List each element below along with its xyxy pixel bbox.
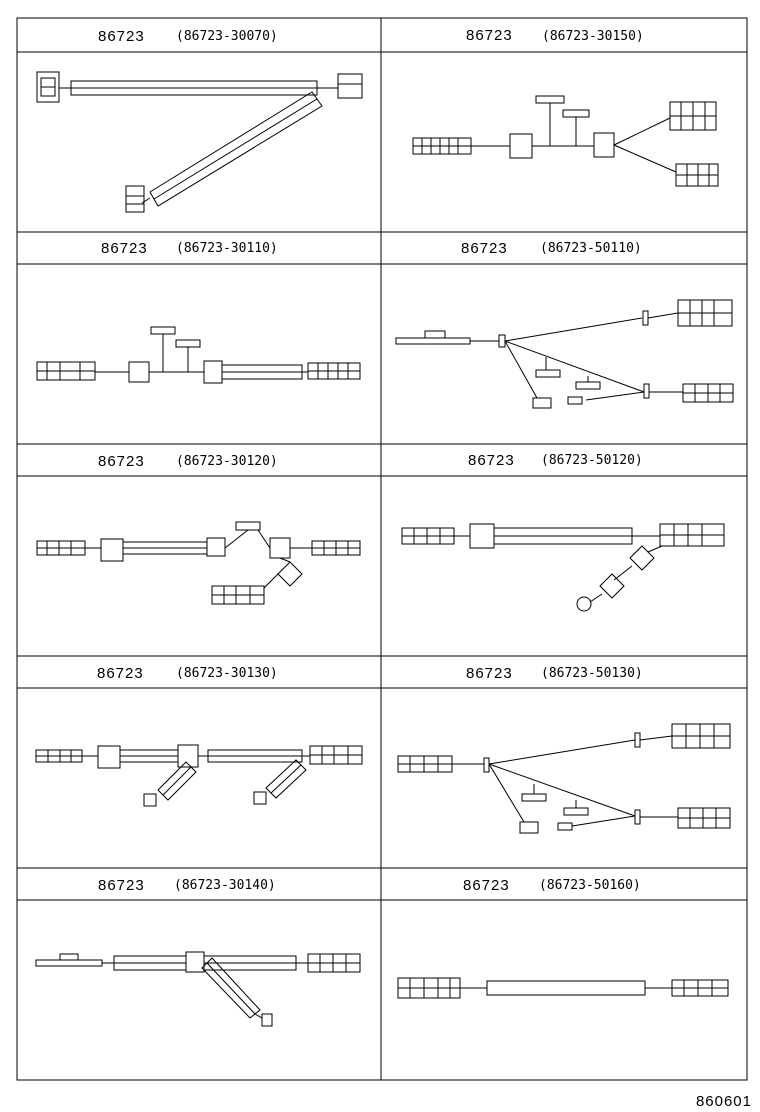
cell-1-part: (86723-30070) [176, 29, 278, 44]
cell-5-part: (86723-30120) [176, 454, 278, 469]
harness-drawing-30150 [412, 95, 719, 187]
figure-code: 860601 [695, 1093, 752, 1110]
cell-3-number: 86723 [101, 240, 148, 257]
cell-8-number: 86723 [466, 665, 513, 682]
cell-6-number: 86723 [468, 452, 515, 469]
cell-3-part: (86723-30110) [176, 241, 278, 256]
harness-drawing-30070 [36, 71, 363, 213]
grid-lines [16, 17, 748, 1081]
harness-drawing-50120 [401, 523, 725, 612]
cell-10-part: (86723-50160) [539, 878, 641, 893]
cell-7-number: 86723 [97, 665, 144, 682]
harness-drawing-50110 [395, 299, 734, 409]
harness-drawing-50160 [397, 977, 729, 999]
harness-drawing-30110 [36, 326, 361, 384]
cell-4-number: 86723 [461, 240, 508, 257]
harness-drawing-30120 [36, 521, 361, 605]
cell-4-part: (86723-50110) [540, 241, 642, 256]
harness-drawing-30130 [35, 744, 363, 807]
cell-8-part: (86723-50130) [541, 666, 643, 681]
cell-9-number: 86723 [98, 877, 145, 894]
cell-10-number: 86723 [463, 877, 510, 894]
cell-2-part: (86723-30150) [542, 29, 644, 44]
cell-9-part: (86723-30140) [174, 878, 276, 893]
cell-5-number: 86723 [98, 453, 145, 470]
cell-6-part: (86723-50120) [541, 453, 643, 468]
harness-drawing-30140 [35, 951, 361, 1027]
cell-2-number: 86723 [466, 27, 513, 44]
cell-1-number: 86723 [98, 28, 145, 45]
cell-7-part: (86723-30130) [176, 666, 278, 681]
harness-drawing-50130 [397, 723, 731, 834]
